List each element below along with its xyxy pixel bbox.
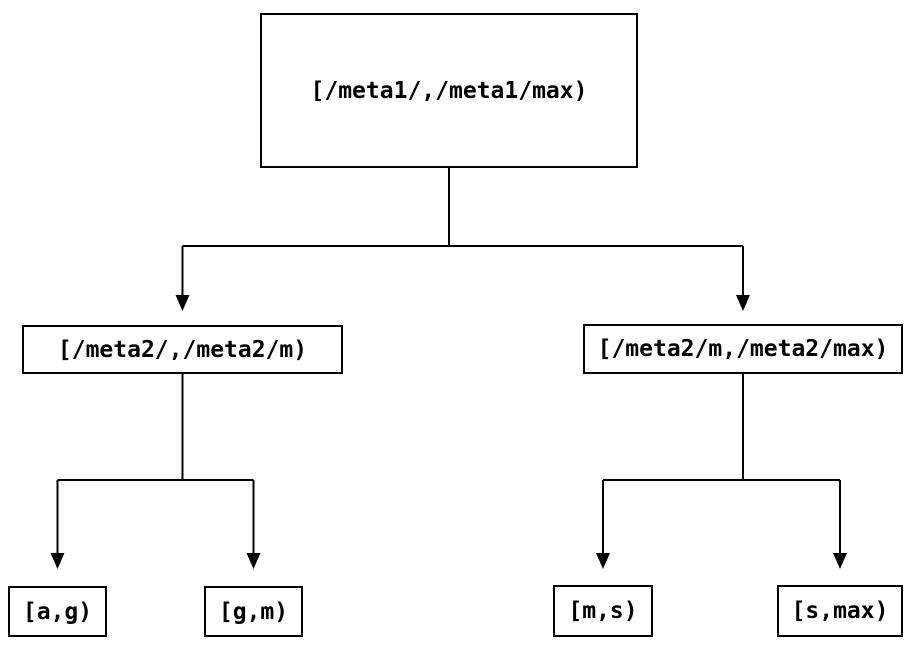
arrowhead-leaf-smax bbox=[833, 553, 847, 569]
arrowhead-leaf-ag bbox=[50, 553, 65, 569]
arrowhead-leaf-gm bbox=[246, 553, 261, 569]
node-leaf-g-m: [g,m) bbox=[204, 586, 303, 637]
node-right-interval: [/meta2/m,/meta2/max) bbox=[583, 324, 903, 374]
node-leaf-m-s: [m,s) bbox=[553, 585, 653, 637]
arrowhead-left-node bbox=[175, 295, 190, 311]
node-leaf-a-g: [a,g) bbox=[8, 586, 107, 637]
node-left-interval: [/meta2/,/meta2/m) bbox=[22, 325, 343, 374]
node-leaf-s-max: [s,max) bbox=[777, 585, 903, 637]
arrowhead-right-node bbox=[736, 295, 750, 311]
node-root-interval: [/meta1/,/meta1/max) bbox=[260, 13, 638, 168]
arrowhead-leaf-ms bbox=[596, 553, 610, 569]
